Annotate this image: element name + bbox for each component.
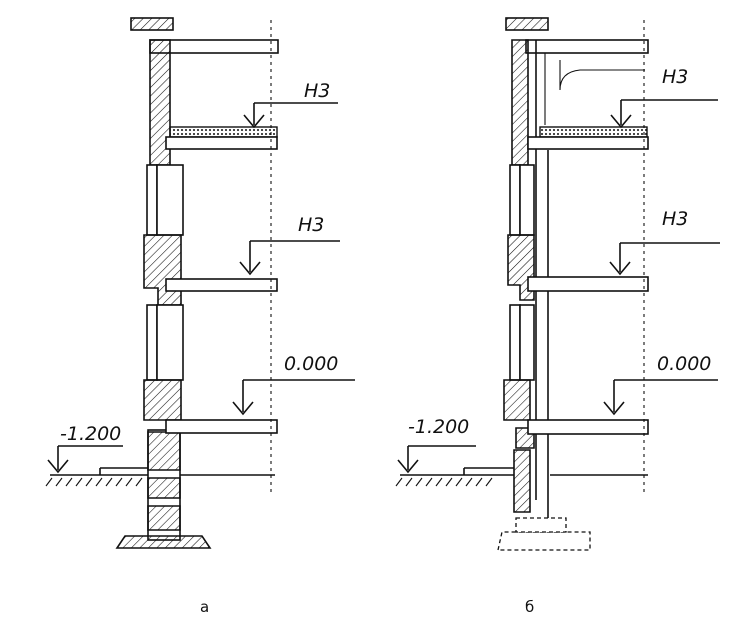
level-marker-a-mid: Н3 (239, 214, 340, 276)
top-slab-b (527, 136, 649, 150)
caption-a: а (200, 598, 209, 616)
footing-a (115, 535, 212, 549)
floor-slab-b-1 (527, 419, 649, 435)
basement-panel-b (513, 449, 531, 513)
window-frame-b-1 (509, 164, 521, 236)
parapet-cap-b (505, 17, 549, 31)
level-label-a-mid: Н3 (298, 214, 324, 236)
level-marker-a-basement: -1.200 (47, 423, 123, 474)
level-label-a-zero: 0.000 (284, 353, 338, 375)
window-pier-a-1 (146, 164, 158, 236)
level-marker-a-top: Н3 (243, 80, 338, 129)
level-marker-b-mid: Н3 (609, 208, 720, 276)
level-label-b-zero: 0.000 (657, 353, 711, 375)
wall-upper-b (511, 39, 529, 166)
parapet-cap-a (130, 17, 174, 31)
basement-hatch-a (147, 431, 181, 471)
level-marker-b-basement: -1.200 (397, 416, 476, 474)
level-label-b-basement: -1.200 (408, 416, 469, 438)
wall-lower-b (503, 379, 531, 421)
floor-slab-a-2 (165, 278, 278, 292)
section-b: Н3 Н3 0.000 -1.200 (395, 17, 720, 551)
level-marker-a-zero: 0.000 (232, 353, 355, 416)
caption-b: б (525, 598, 534, 616)
level-label-a-top: Н3 (304, 80, 330, 102)
floor-slab-a-1 (165, 419, 278, 434)
window-pier-b-2 (519, 304, 535, 381)
level-marker-b-top: Н3 (610, 66, 718, 129)
floor-slab-b-2 (527, 276, 649, 292)
window-pier-b-1 (519, 164, 535, 236)
window-frame-b-2 (509, 304, 521, 381)
footing-b (497, 531, 591, 551)
wall-middle-a (143, 234, 182, 306)
level-label-a-basement: -1.200 (60, 423, 121, 445)
window-frame-a-2 (146, 304, 158, 381)
section-a: Н3 Н3 0.000 -1.200 (45, 17, 355, 549)
level-label-b-top: Н3 (662, 66, 688, 88)
window-pier-a-2 (156, 304, 184, 381)
attic-insulation-b (539, 126, 648, 138)
window-frame-a-1 (156, 164, 184, 236)
roof-slab-b (525, 39, 649, 54)
level-label-b-mid: Н3 (662, 208, 688, 230)
attic-insulation-a (169, 126, 278, 138)
level-marker-b-zero: 0.000 (603, 353, 718, 416)
top-slab-a (165, 136, 278, 150)
wall-lower-a (143, 379, 182, 421)
